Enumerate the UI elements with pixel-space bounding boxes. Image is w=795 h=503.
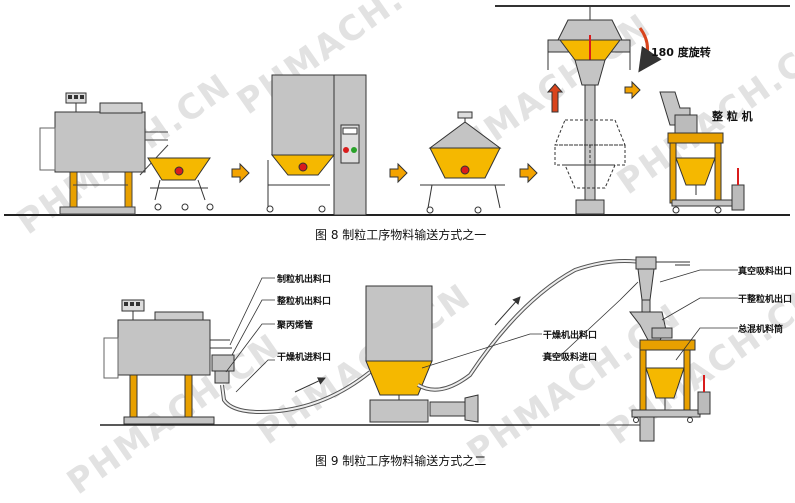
flow-arrow-icon (231, 162, 250, 184)
lift-rotate-unit (495, 5, 790, 215)
label-dry-sizer-outlet: 干整粒机出口 (738, 295, 793, 305)
vacuum-loader-and-mixer (600, 256, 711, 442)
label-sizer-outlet: 整粒机出料口 (277, 297, 332, 307)
rotation-label: 180 度旋转 (651, 46, 711, 59)
figure-8-caption: 图 8 制粒工序物料输送方式之一 (315, 228, 487, 242)
sizer-machine (659, 91, 745, 214)
wet-granulator-machine (39, 92, 169, 215)
bin-on-cart (420, 111, 505, 214)
figure-9-diagram (100, 256, 738, 442)
label-leader-lines (225, 269, 738, 393)
label-mixer-bin: 总混机料筒 (738, 325, 784, 335)
fluid-bed-dryer (266, 74, 367, 216)
sizer-label: 整 粒 机 (712, 110, 753, 123)
label-granulator-outlet: 制粒机出料口 (277, 275, 332, 285)
hopper-cart (147, 157, 214, 211)
figure-8-diagram (4, 5, 790, 216)
figure-9-caption: 图 9 制粒工序物料输送方式之二 (315, 454, 487, 468)
flow-arrow-icon (624, 80, 641, 100)
label-vacuum-inlet: 真空吸料进口 (543, 353, 598, 363)
label-dryer-inlet: 干燥机进料口 (277, 353, 332, 363)
flow-arrow-icon (519, 162, 538, 184)
label-dryer-outlet: 干燥机出料口 (543, 331, 598, 341)
process-diagram: PHMACH.CN PHMACH.CN PHMACH.CN PHMACH.CN … (4, 0, 795, 503)
diagram-svg (4, 5, 790, 442)
label-pp-hose: 聚丙烯管 (277, 321, 314, 331)
wet-granulator-machine (103, 299, 235, 425)
flow-arrow-icon (389, 162, 408, 184)
label-vacuum-outlet: 真空吸料出口 (738, 267, 793, 277)
fluid-bed-dryer (365, 285, 479, 423)
